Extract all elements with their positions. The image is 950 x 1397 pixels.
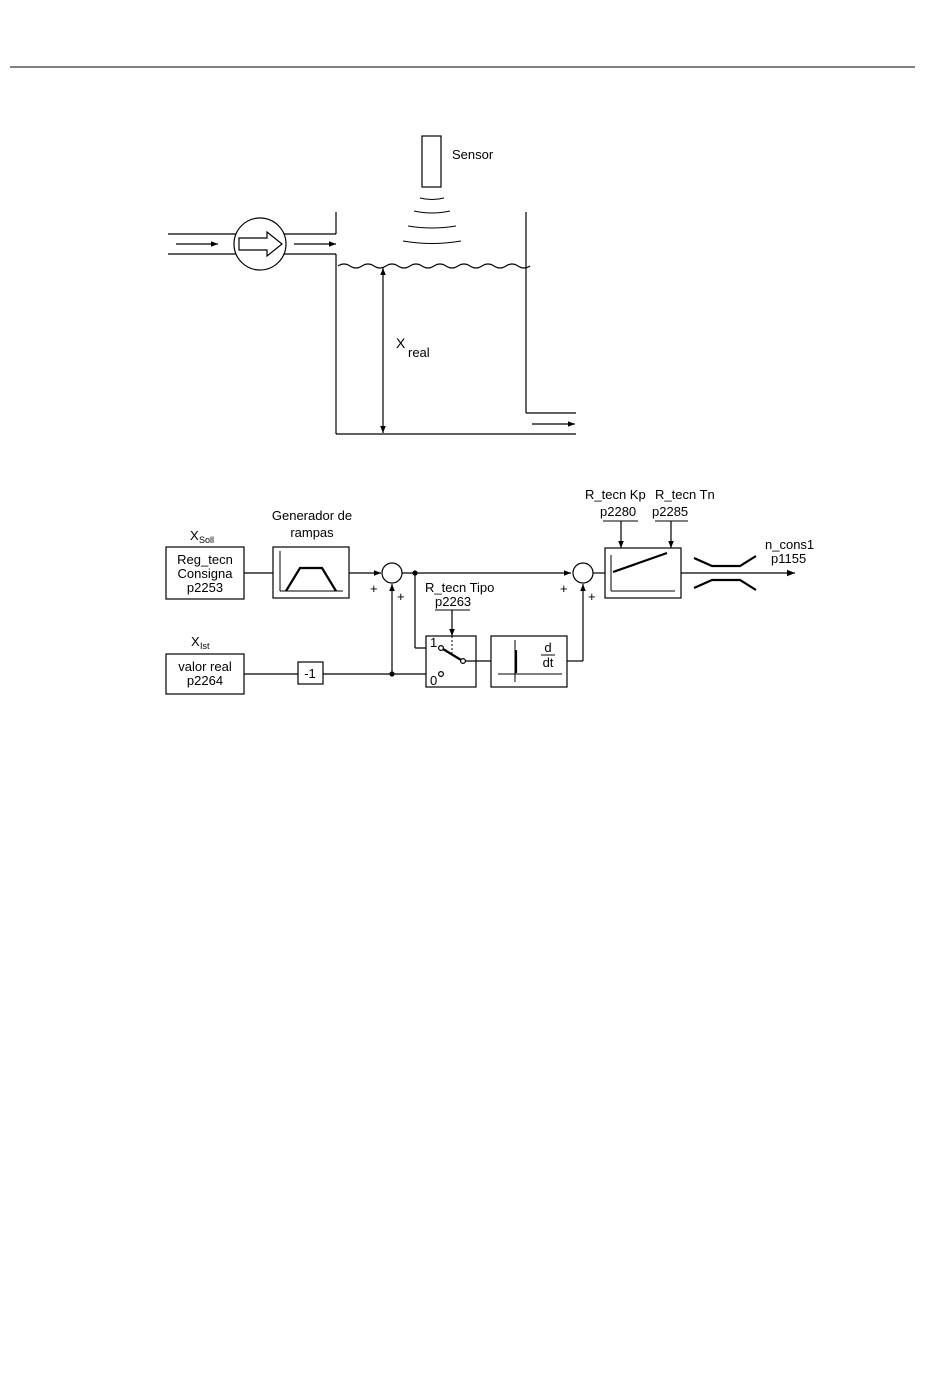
actual-param: p2264 — [187, 673, 223, 688]
sum2-plus-left: + — [560, 581, 568, 596]
sensor-waves — [403, 198, 461, 244]
ramp-line2: rampas — [290, 525, 334, 540]
liquid-surface — [338, 264, 530, 268]
summing-junction-2 — [573, 563, 593, 583]
sum2-plus-bottom: + — [588, 589, 596, 604]
type-switch-label: R_tecn Tipo — [425, 580, 494, 595]
invert-label: -1 — [304, 666, 316, 681]
sensor — [422, 136, 441, 187]
kp-param: p2280 — [600, 504, 636, 519]
derivative-numerator: d — [544, 640, 551, 655]
tank-diagram: Sensor X real — [168, 136, 576, 434]
output-label: n_cons1 — [765, 537, 814, 552]
switch-contact-0 — [439, 672, 444, 677]
sensor-label: Sensor — [452, 147, 494, 162]
type-switch-param: p2263 — [435, 594, 471, 609]
type-switch-pos-one: 1 — [430, 635, 437, 650]
setpoint-symbol: X — [190, 528, 199, 543]
sum1-plus-left: + — [370, 581, 378, 596]
ramp-generator-block — [273, 547, 349, 598]
setpoint-subscript: Soll — [199, 535, 214, 545]
level-symbol: X — [396, 335, 406, 351]
tn-label: R_tecn Tn — [655, 487, 715, 502]
type-switch-pos-zero: 0 — [430, 673, 437, 688]
setpoint-line2: Consigna — [178, 566, 234, 581]
derivative-denominator: dt — [543, 655, 554, 670]
actual-symbol: X — [191, 634, 200, 649]
limiter-bottom-icon — [694, 580, 756, 590]
kp-label: R_tecn Kp — [585, 487, 646, 502]
pump-circle — [234, 218, 286, 270]
controller-diagram: X Soll Reg_tecn Consigna p2253 Generador… — [166, 487, 814, 694]
derivative-block — [491, 636, 567, 687]
tn-param: p2285 — [652, 504, 688, 519]
actual-line1: valor real — [178, 659, 232, 674]
setpoint-param: p2253 — [187, 580, 223, 595]
level-subscript: real — [408, 345, 430, 360]
output-param: p1155 — [771, 551, 806, 566]
summing-junction-1 — [382, 563, 402, 583]
setpoint-line1: Reg_tecn — [177, 552, 233, 567]
limiter-top-icon — [694, 556, 756, 566]
sum1-plus-bottom: + — [397, 589, 405, 604]
ramp-line1: Generador de — [272, 508, 352, 523]
actual-subscript: Ist — [200, 641, 210, 651]
